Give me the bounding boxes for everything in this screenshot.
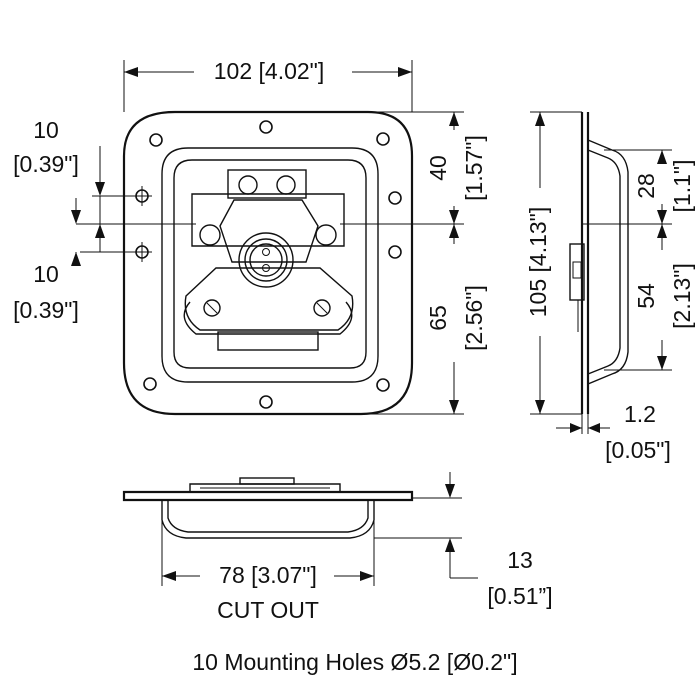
dim-label-right-upper-mm: 40	[425, 155, 451, 181]
dimension-side-sub: 28 [1.1"] 54 [2.13"]	[633, 150, 695, 370]
mounting-hole	[388, 191, 402, 205]
latch-handle	[184, 267, 354, 331]
dimension-top-width: 102 [4.02"]	[123, 58, 413, 112]
dim-label-right-lower-in: [2.56"]	[461, 285, 487, 351]
dim-label-depth-mm: 13	[507, 547, 533, 573]
outer-flange	[122, 110, 414, 416]
latch-base-plate	[191, 193, 345, 247]
dish-inner-edge	[173, 159, 367, 369]
mounting-holes	[132, 120, 402, 409]
dim-label-flange-in: [0.05"]	[605, 437, 671, 463]
mounting-hole	[259, 395, 273, 409]
side-dish-profile	[587, 139, 629, 385]
front-view	[122, 110, 414, 416]
dim-label-cutout: CUT OUT	[217, 597, 319, 623]
dim-label-side-upper-in: [1.1"]	[669, 160, 695, 213]
dim-label-side-lower-mm: 54	[633, 283, 659, 309]
dim-label-side-height: 105 [4.13"]	[525, 207, 551, 317]
dim-label-depth-in: [0.51”]	[487, 583, 552, 609]
dim-label-flange-mm: 1.2	[624, 401, 656, 427]
dim-label-right-upper-in: [1.57"]	[461, 135, 487, 201]
dim-label-cutout-width: 78 [3.07"]	[219, 562, 317, 588]
side-view	[569, 112, 672, 414]
dimension-right-vertical: 40 [1.57"] 65 [2.56"]	[340, 111, 487, 415]
latch-rivet	[203, 299, 221, 317]
dimension-cutout: 78 [3.07"] CUT OUT	[161, 506, 375, 623]
caption-mounting-holes: 10 Mounting Holes Ø5.2 [Ø0.2"]	[192, 649, 517, 675]
mounting-hole	[149, 133, 163, 147]
mounting-hole	[143, 377, 157, 391]
latch-knob-ring	[244, 238, 288, 282]
latch-hinge-block	[227, 169, 307, 199]
dim-label-side-lower-in: [2.13"]	[669, 263, 695, 329]
latch-lower-tab	[217, 331, 319, 351]
dimension-flange: 1.2 [0.05"]	[556, 401, 671, 463]
side-latch-profile	[569, 243, 585, 301]
bottom-dish	[161, 500, 375, 539]
dim-label-left-upper-in: [0.39"]	[13, 151, 79, 177]
dim-label-left-lower-mm: 10	[33, 261, 59, 287]
dim-label-left-upper-mm: 10	[33, 117, 59, 143]
dim-label-top-width: 102 [4.02"]	[214, 58, 324, 84]
latch-knob-inner	[249, 243, 283, 277]
dim-label-right-lower-mm: 65	[425, 305, 451, 331]
dimension-side-height: 105 [4.13"]	[525, 111, 582, 415]
dish-outer-edge	[161, 147, 379, 383]
mounting-hole	[376, 378, 390, 392]
dim-label-left-lower-in: [0.39"]	[13, 297, 79, 323]
mounting-hole	[376, 132, 390, 146]
latch-knob-outer	[238, 232, 294, 288]
dimension-depth: 13 [0.51”]	[374, 472, 553, 609]
dimension-left-holes: 10 [0.39"] 10 [0.39"]	[13, 117, 196, 323]
dim-label-side-upper-mm: 28	[633, 173, 659, 199]
latch-mechanism	[183, 169, 354, 351]
mounting-hole	[388, 245, 402, 259]
bottom-flange	[122, 490, 414, 502]
mounting-hole	[259, 120, 273, 134]
latch-body	[219, 199, 319, 263]
bottom-view	[122, 477, 414, 539]
latch-rivet	[313, 299, 331, 317]
